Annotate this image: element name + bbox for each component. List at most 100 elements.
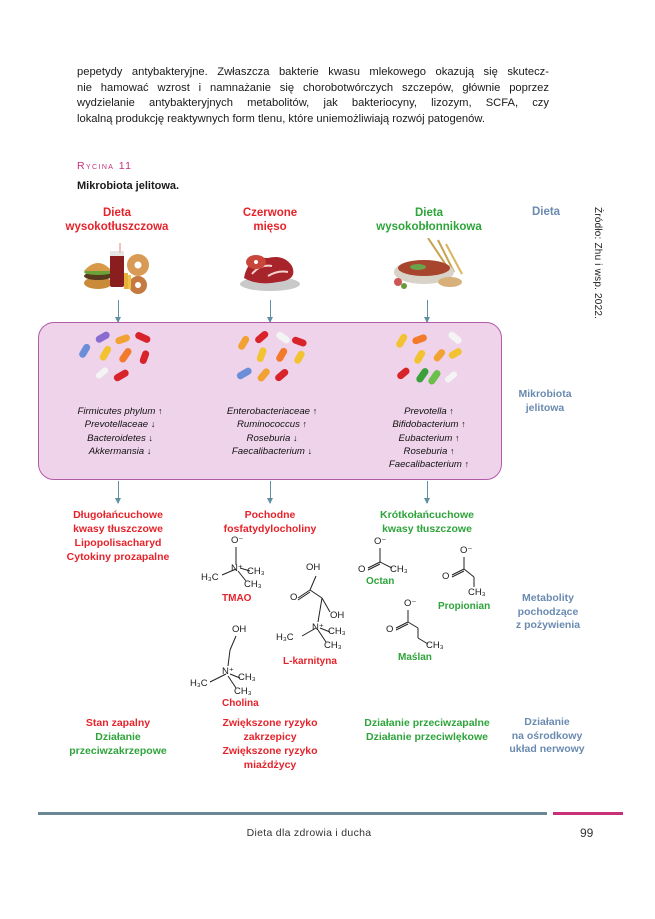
atom-label: CH₃ bbox=[324, 640, 342, 651]
taxa-name: Eubacterium bbox=[398, 432, 453, 444]
taxa-item: Faecalibacterium ↑ bbox=[365, 458, 493, 471]
atom-label: N⁺ bbox=[231, 563, 243, 574]
atom-label: O⁻ bbox=[231, 535, 244, 546]
metabolites-high-fiber: Krótkołańcuchowe kwasy tłuszczowe bbox=[362, 508, 492, 536]
tmao-label: TMAO bbox=[222, 593, 252, 604]
body-paragraph: pepetydy antybakteryjne. Zwłaszcza bakte… bbox=[77, 65, 549, 127]
arrow-down bbox=[115, 300, 121, 323]
taxa-item: Prevotella ↑ bbox=[365, 405, 493, 418]
heading-line: Dieta bbox=[414, 207, 444, 219]
atom-label: O⁻ bbox=[404, 598, 417, 609]
paragraph-line: pepetydy antybakteryjne. Zwłaszcza bakte… bbox=[77, 66, 549, 78]
side-label-line: Mikrobiota bbox=[518, 388, 572, 400]
fast-food-illustration bbox=[84, 243, 149, 294]
acetate-label: Octan bbox=[366, 576, 395, 587]
taxa-item: Enterobacteriaceae ↑ bbox=[205, 405, 339, 418]
trend-arrow: ↑ bbox=[449, 445, 455, 456]
side-label-line: Działanie bbox=[524, 716, 570, 728]
side-label-line: Metabolity bbox=[522, 592, 574, 604]
l-carnitine-bonds bbox=[297, 575, 331, 643]
effects-high-fat: Stan zapalny Działanie przeciwzakrzepowe bbox=[48, 716, 188, 758]
heading-line: Czerwone bbox=[242, 207, 298, 219]
metabolites-high-fat: Długołańcuchowe kwasy tłuszczowe Lipopol… bbox=[48, 508, 188, 564]
atom-label: N⁺ bbox=[312, 622, 324, 633]
tmao-structure: O⁻ N⁺ H₃C CH₃ CH₃ bbox=[200, 535, 265, 595]
side-label-diet: Dieta bbox=[518, 206, 574, 220]
taxa-name: Enterobacteriaceae bbox=[226, 406, 311, 417]
butyrate-bonds bbox=[395, 610, 429, 645]
heading-line: Dieta bbox=[102, 207, 132, 219]
effects-high-fiber: Działanie przeciwzapalne Działanie przec… bbox=[352, 716, 502, 744]
effect-line: zakrzepicy bbox=[243, 731, 297, 743]
effect-line: Stan zapalny bbox=[85, 717, 151, 729]
choline-bonds bbox=[209, 635, 241, 689]
side-label-line: Dieta bbox=[531, 206, 561, 218]
taxa-name: Faecalibacterium bbox=[231, 445, 305, 457]
acetate-bonds bbox=[367, 548, 393, 571]
arrow-down bbox=[267, 481, 273, 504]
trend-arrow: ↓ bbox=[150, 419, 156, 430]
effect-line: Działanie przeciwzapalne bbox=[364, 717, 490, 729]
footer-rule bbox=[38, 812, 547, 815]
effects-red-meat: Zwiększone ryzyko zakrzepicy Zwiększone … bbox=[205, 716, 335, 772]
taxa-list-red-meat: Enterobacteriaceae ↑ Ruminococcus ↑ Rose… bbox=[205, 405, 339, 458]
taxa-item: Akkermansia ↓ bbox=[50, 445, 190, 458]
trend-arrow: ↑ bbox=[449, 406, 454, 416]
heading-line: wysokotłuszczowa bbox=[65, 221, 169, 233]
taxa-name: Bifidobacterium bbox=[392, 419, 459, 431]
running-footer: Dieta dla zdrowia i ducha bbox=[246, 827, 372, 839]
trend-arrow: ↓ bbox=[146, 445, 152, 456]
atom-label: O bbox=[386, 624, 394, 635]
atom-label: CH₃ bbox=[234, 686, 252, 697]
side-label-line: układ nerwowy bbox=[509, 743, 585, 755]
figure-label: Rycina 11 bbox=[77, 160, 133, 172]
effect-line: Działanie bbox=[95, 731, 141, 743]
microbiota-box bbox=[38, 322, 502, 480]
atom-label: O bbox=[442, 571, 450, 582]
trend-arrow: ↑ bbox=[455, 432, 460, 443]
taxa-name: Prevotellaceae bbox=[84, 419, 149, 431]
trend-arrow: ↑ bbox=[158, 406, 163, 416]
effect-line: przeciwzakrzepowe bbox=[69, 745, 167, 757]
trend-arrow: ↓ bbox=[148, 432, 153, 443]
propionate-bonds bbox=[451, 557, 475, 587]
bacteria-cluster-high-fiber bbox=[396, 331, 462, 385]
atom-label: CH₃ bbox=[238, 672, 256, 683]
trend-arrow: ↓ bbox=[307, 445, 313, 456]
taxa-item: Ruminococcus ↑ bbox=[205, 418, 339, 431]
taxa-item: Faecalibacterium ↓ bbox=[205, 445, 339, 458]
atom-label: CH₃ bbox=[244, 579, 262, 590]
atom-label: OH bbox=[330, 610, 345, 621]
acetate-structure: O⁻ O CH₃ bbox=[354, 536, 414, 580]
propionate-structure: O⁻ O CH₃ bbox=[440, 545, 500, 603]
metabolites-red-meat: Pochodne fosfatydylocholiny bbox=[205, 508, 335, 536]
atom-label: O bbox=[358, 564, 366, 575]
effect-line: Zwiększone ryzyko bbox=[222, 745, 318, 757]
atom-label: OH bbox=[306, 562, 321, 573]
butyrate-structure: O⁻ O CH₃ bbox=[384, 598, 450, 656]
taxa-list-high-fiber: Prevotella ↑ Bifidobacterium ↑ Eubacteri… bbox=[365, 405, 493, 471]
taxa-item: Firmicutes phylum ↑ bbox=[50, 405, 190, 418]
metabolite-line: Długołańcuchowe bbox=[73, 509, 163, 521]
trend-arrow: ↑ bbox=[461, 419, 466, 430]
paragraph-line: wydzielanie antybakteryjnych metabolitów… bbox=[77, 97, 549, 110]
taxa-name: Bacteroidetes bbox=[87, 432, 146, 444]
atom-label: CH₃ bbox=[328, 626, 346, 637]
choline-structure: OH N⁺ H₃C CH₃ CH₃ bbox=[190, 622, 262, 700]
side-label-line: jelitowa bbox=[525, 401, 565, 414]
metabolite-line: kwasy tłuszczowe bbox=[382, 523, 472, 535]
taxa-name: Roseburia bbox=[246, 432, 291, 444]
side-label-line: z pożywienia bbox=[515, 619, 581, 631]
atom-label: H₃C bbox=[276, 632, 294, 643]
l-carnitine-structure: OH O OH N⁺ H₃C CH₃ CH₃ bbox=[272, 562, 352, 658]
taxa-item: Roseburia ↑ bbox=[365, 445, 493, 458]
figure-source: Źródło: Zhu i wsp. 2022. bbox=[592, 207, 603, 320]
taxa-name: Prevotella bbox=[404, 406, 447, 417]
high-fiber-food-illustration bbox=[394, 238, 463, 289]
side-label-microbiota: Mikrobiota jelitowa bbox=[510, 388, 580, 415]
atom-label: O⁻ bbox=[374, 536, 387, 547]
side-label-line: na ośrodkowy bbox=[511, 729, 583, 742]
side-label-cns-action: Działanie na ośrodkowy układ nerwowy bbox=[502, 716, 592, 757]
atom-label: CH₃ bbox=[247, 566, 265, 577]
choline-label: Cholina bbox=[222, 698, 259, 709]
